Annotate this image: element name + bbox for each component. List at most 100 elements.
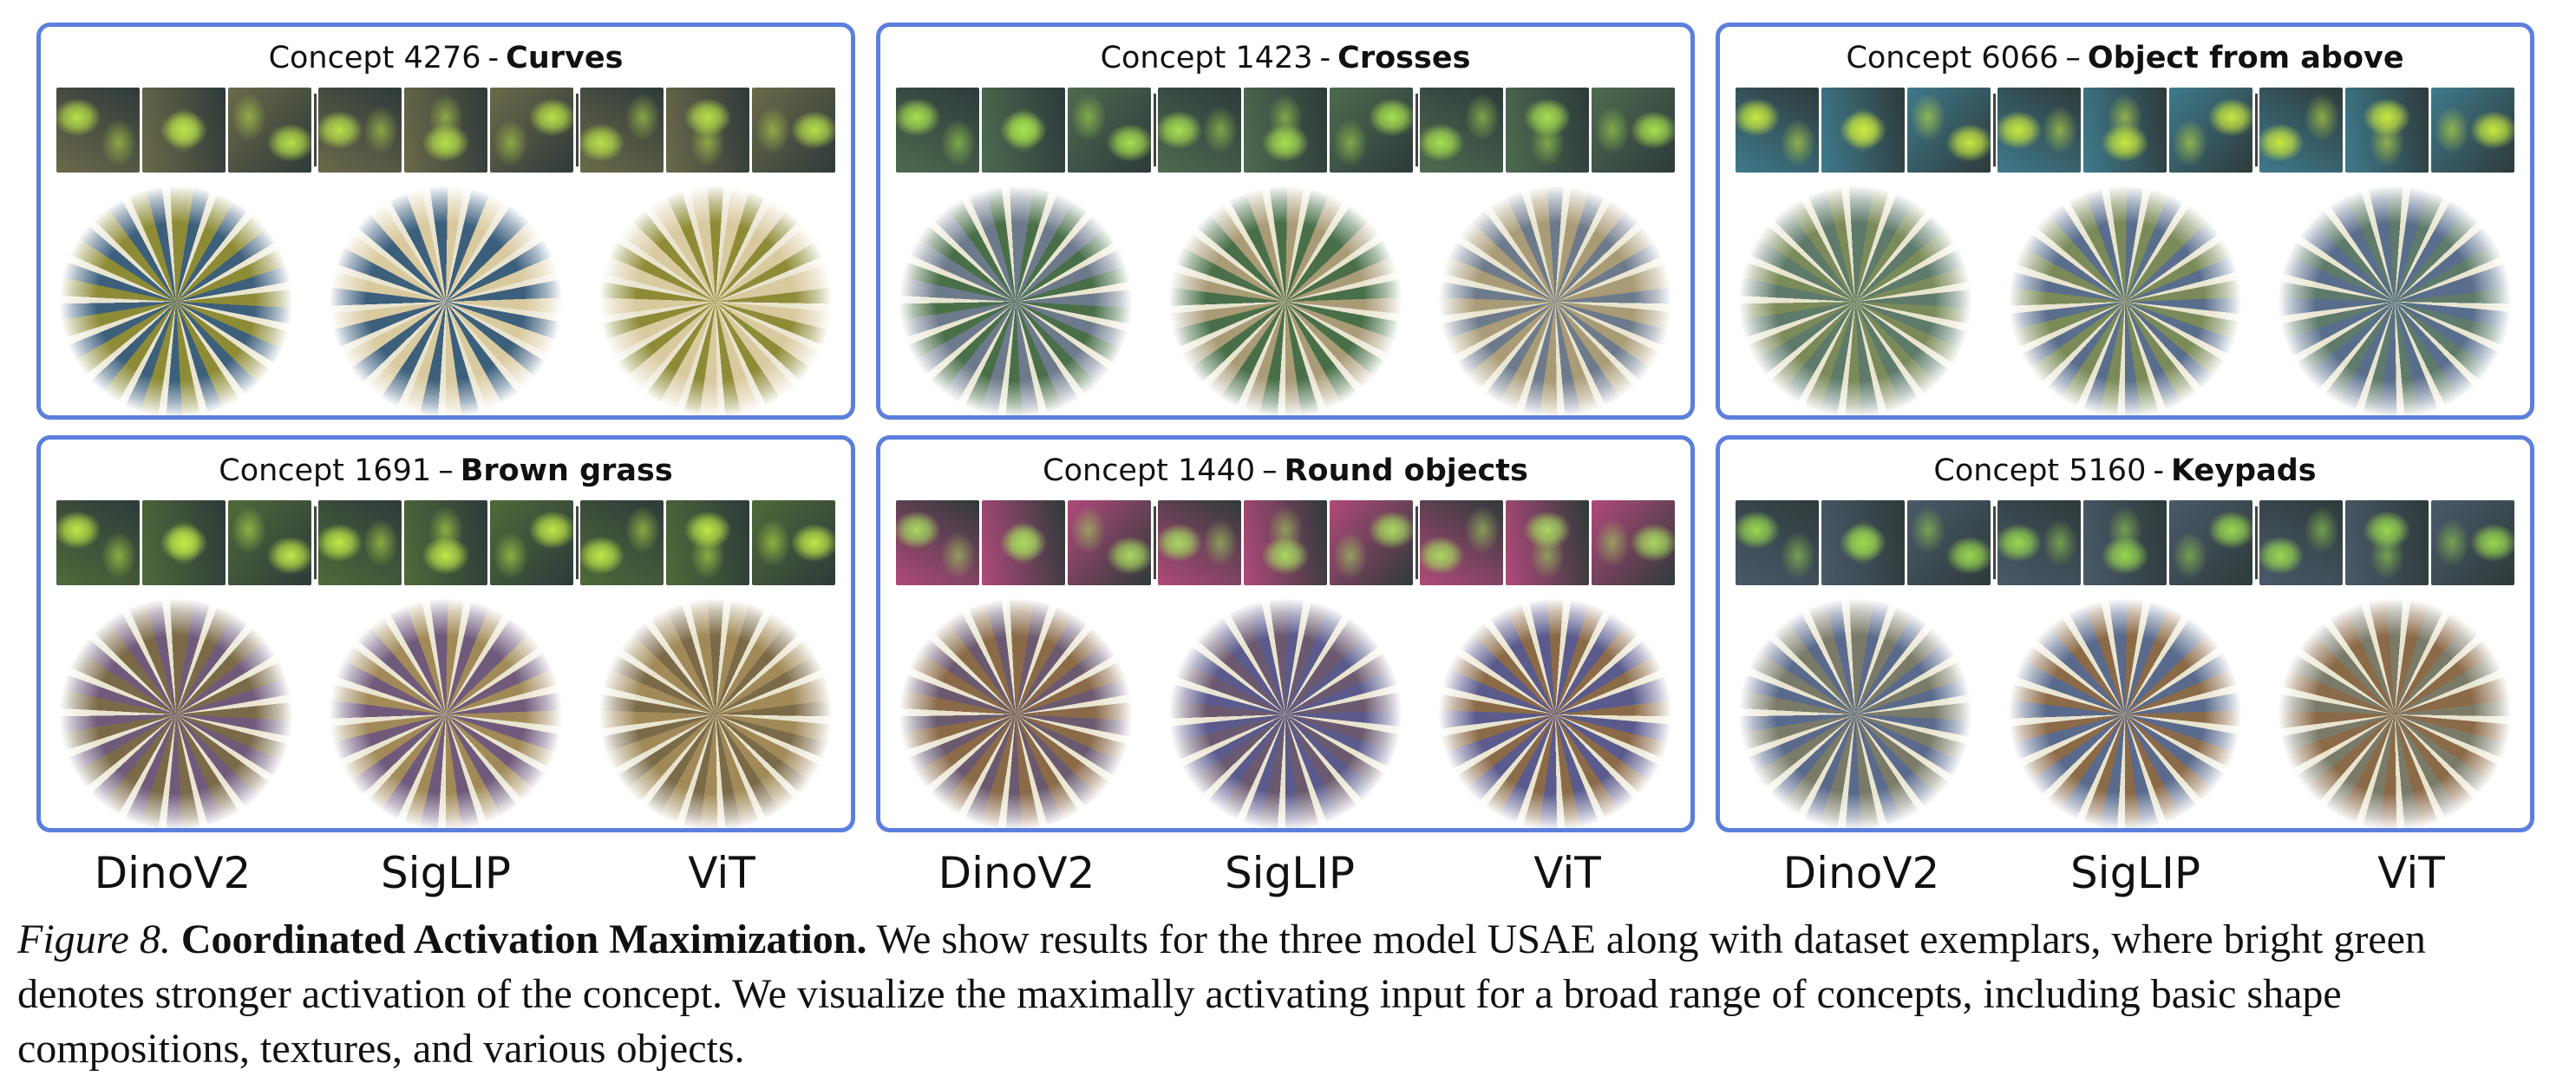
exemplar-image [752,88,835,173]
activation-visualizations [880,185,1690,415]
exemplar-strip [56,500,835,585]
exemplar-image [752,500,835,585]
caption-title: Coordinated Activation Maximization. [180,916,867,962]
exemplar-image [580,88,664,173]
exemplar-image [490,88,573,173]
exemplar-group [1158,500,1413,585]
exemplar-group [318,500,573,585]
activation-image-dinov2 [58,599,293,828]
exemplar-image [982,500,1065,585]
exemplar-image [2345,500,2429,585]
activation-image-vit [1438,599,1673,828]
exemplar-image [1592,500,1675,585]
exemplar-group [580,88,835,173]
activation-visualizations [41,597,851,828]
exemplar-image [896,88,979,173]
group-divider [1992,94,1996,166]
exemplar-image [1907,88,1991,173]
title-separator: - [2153,453,2164,488]
concept-name: Crosses [1337,41,1471,75]
activation-image-vit [2278,186,2513,415]
title-separator: – [438,453,454,488]
exemplar-image [2259,500,2343,585]
model-label-vit: ViT [1533,848,1601,898]
activation-visualizations [880,597,1690,828]
exemplar-image [1592,88,1675,173]
panel-title: Concept 4276-Curves [41,39,851,77]
activation-image-siglip [2007,599,2242,828]
exemplar-image [896,500,979,585]
group-divider [313,506,317,579]
group-divider [575,506,579,579]
concept-name: Round objects [1284,453,1528,488]
exemplar-image [1821,500,1905,585]
panel-title: Concept 1691–Brown grass [41,452,851,490]
panel-keypads: Concept 5160-Keypads [1716,435,2534,832]
exemplar-image [2083,500,2167,585]
model-label-vit: ViT [688,848,755,898]
exemplar-image [1330,88,1413,173]
exemplar-group [580,500,835,585]
exemplar-group [1736,500,1991,585]
model-label-dinov2: DinoV2 [938,848,1095,898]
title-separator: – [2065,41,2081,75]
panel-title: Concept 1423-Crosses [880,39,1690,77]
exemplar-image [228,88,311,173]
group-divider [2254,94,2258,166]
exemplar-strip [896,88,1675,173]
model-labels-row: DinoV2 SigLIP ViT DinoV2 SigLIP ViT Dino… [36,843,2534,903]
concept-number: Concept 1440 [1043,453,1256,488]
activation-image-dinov2 [1737,599,1972,828]
concept-number: Concept 1423 [1100,41,1313,75]
exemplar-image [228,500,311,585]
title-separator: – [1262,453,1278,488]
exemplar-group [896,88,1151,173]
exemplar-image [1420,88,1503,173]
activation-visualizations [1720,597,2530,828]
activation-image-vit [1438,186,1673,415]
concept-name: Object from above [2087,41,2404,75]
exemplar-image [666,88,749,173]
activation-image-vit [2278,599,2513,828]
exemplar-image [1244,500,1327,585]
activation-visualizations [1720,185,2530,415]
activation-image-vit [598,599,834,828]
group-divider [575,94,579,166]
exemplar-group [1997,500,2252,585]
model-label-dinov2: DinoV2 [94,848,252,898]
exemplar-image [1736,88,1819,173]
exemplar-group [896,500,1151,585]
panel-crosses: Concept 1423-Crosses [876,23,1695,420]
panel-brown-grass: Concept 1691–Brown grass [36,435,855,832]
exemplar-image [1821,88,1905,173]
caption-figure-label: Figure 8. [17,916,171,962]
exemplar-image [404,500,487,585]
exemplar-image [142,88,226,173]
model-label-siglip: SigLIP [2069,848,2201,898]
exemplar-group [2259,500,2514,585]
group-divider [313,94,317,166]
exemplar-image [1244,88,1327,173]
exemplar-image [1068,88,1151,173]
exemplar-image [2169,500,2252,585]
exemplar-image [666,500,749,585]
group-divider [2254,506,2258,579]
exemplar-group [2259,88,2514,173]
group-divider [1153,506,1156,579]
figure-grid: Concept 4276-Curves Concept 1423-Crosses… [36,23,2534,838]
model-label-siglip: SigLIP [380,848,512,898]
exemplar-image [318,88,402,173]
exemplar-image [142,500,226,585]
concept-number: Concept 4276 [268,41,481,75]
exemplar-image [1907,500,1991,585]
activation-image-dinov2 [898,186,1133,415]
concept-number: Concept 6066 [1846,41,2059,75]
group-divider [1415,94,1418,166]
exemplar-image [2431,500,2514,585]
concept-number: Concept 1691 [219,453,432,488]
activation-image-siglip [1167,599,1402,828]
exemplar-image [580,500,664,585]
concept-number: Concept 5160 [1933,453,2147,488]
exemplar-image [56,500,140,585]
group-divider [1992,506,1996,579]
